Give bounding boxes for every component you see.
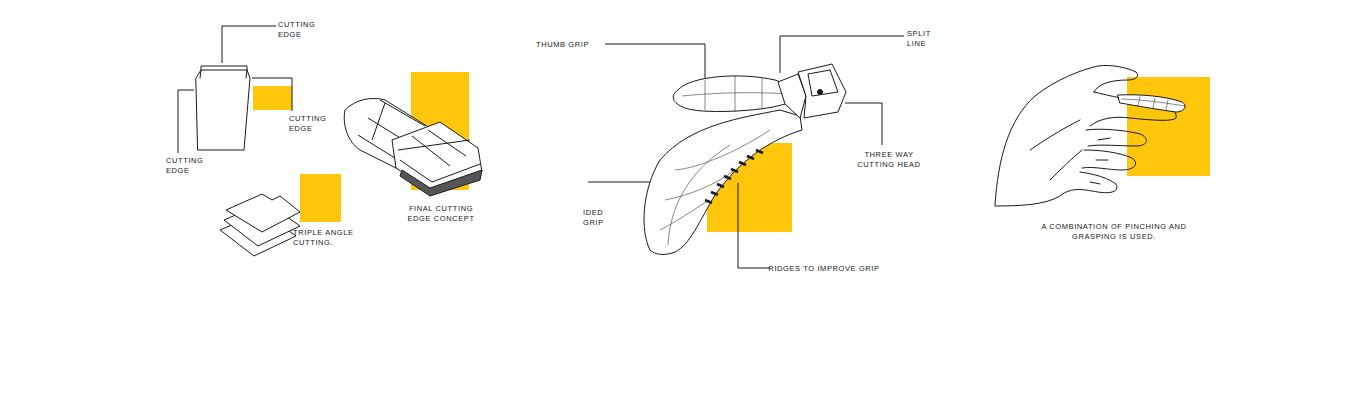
- callout-label: IDED GRIP: [583, 208, 619, 228]
- hand-sketch-stroke: [995, 65, 1138, 205]
- clipper-sketch-stroke: [682, 76, 790, 112]
- hand-sketch: [995, 65, 1186, 206]
- triple-angle-sheets: [220, 194, 300, 256]
- leader-lines-stroke: [588, 182, 652, 183]
- leader-lines-stroke: [222, 26, 276, 63]
- hand-sketch-stroke: [1030, 120, 1082, 180]
- hand-sketch-stroke: [1090, 138, 1110, 184]
- hand-sketch-stroke: [1118, 95, 1185, 112]
- cutting-head-concept-stroke: [398, 130, 470, 166]
- clipper-sketch-stroke: [673, 76, 790, 112]
- callout-label: RIDGES TO IMPROVE GRIP: [768, 264, 880, 274]
- yellow-blocks-stroke: [1127, 77, 1210, 176]
- callout-label: THUMB GRIP: [536, 40, 602, 50]
- clipper-sketch-stroke: [660, 130, 770, 245]
- leader-lines-stroke: [845, 103, 882, 145]
- blade-sketch-stroke: [196, 70, 250, 150]
- clipper-sketch: [644, 64, 846, 254]
- hand-sketch-stroke: [995, 172, 1117, 206]
- leader-lines: [178, 26, 904, 268]
- leader-lines-stroke: [605, 44, 705, 82]
- callout-label: TRIPLE ANGLE CUTTING.: [293, 228, 365, 248]
- clipper-sketch-stroke: [818, 90, 823, 95]
- leader-lines-stroke: [738, 183, 770, 268]
- yellow-blocks-stroke: [300, 174, 341, 222]
- hand-sketch-stroke: [1082, 150, 1136, 170]
- callout-label: A COMBINATION OF PINCHING AND GRASPING I…: [1032, 222, 1196, 242]
- callout-label: CUTTING EDGE: [289, 114, 329, 134]
- cutting-head-concept-stroke: [400, 170, 482, 196]
- callout-label: FINAL CUTTING EDGE CONCEPT: [398, 204, 484, 224]
- leader-lines-stroke: [252, 78, 292, 111]
- blade-sketch: [196, 66, 250, 150]
- callout-label: CUTTING EDGE: [166, 156, 206, 176]
- clipper-sketch-stroke: [798, 64, 846, 118]
- blade-sketch-stroke: [201, 66, 247, 70]
- clipper-sketch-stroke: [644, 110, 802, 254]
- leader-lines-stroke: [178, 90, 194, 153]
- clipper-sketch-stroke: [705, 150, 763, 203]
- clipper-sketch-stroke: [808, 70, 838, 96]
- triple-angle-sheets-stroke: [226, 194, 300, 232]
- leader-lines-stroke: [780, 36, 904, 73]
- blade-sketch-stroke: [200, 70, 247, 78]
- hand-sketch-stroke: [1122, 97, 1186, 110]
- callout-label: THREE WAY CUTTING HEAD: [848, 150, 930, 170]
- callout-label: SPLIT LINE: [907, 29, 947, 49]
- hand-sketch-stroke: [1086, 129, 1146, 146]
- yellow-blocks-stroke: [253, 86, 292, 110]
- callout-label: CUTTING EDGE: [278, 20, 318, 40]
- cutting-head-concept: [344, 98, 482, 196]
